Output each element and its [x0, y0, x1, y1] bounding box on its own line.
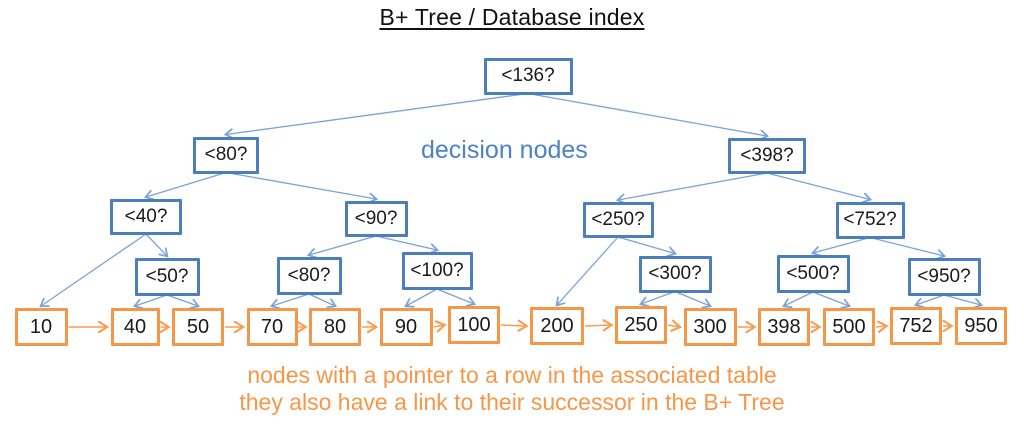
- tree-edge: [225, 171, 379, 204]
- leaf-node-752: 752: [890, 307, 942, 345]
- leaf-node-90: 90: [379, 308, 433, 346]
- decision-node-752: <752?: [835, 201, 905, 239]
- tree-edge: [436, 288, 477, 307]
- decision-node-398: <398?: [728, 138, 806, 174]
- tree-edge: [943, 294, 984, 309]
- tree-edge: [869, 236, 947, 260]
- leaf-chain-arrow: [667, 319, 683, 332]
- leaf-node-70: 70: [246, 308, 298, 346]
- tree-edge: [269, 293, 310, 310]
- leaf-node-80: 80: [309, 308, 361, 346]
- decision-node-950: <950?: [907, 258, 981, 296]
- tree-edge: [781, 291, 814, 309]
- leaf-node-398: 398: [758, 308, 810, 346]
- leaf-chain-arrow: [584, 319, 614, 332]
- tree-edge: [812, 291, 852, 309]
- leaf-node-250: 250: [615, 306, 667, 344]
- tree-edge: [39, 233, 147, 308]
- leaf-node-10: 10: [14, 308, 68, 346]
- leaf-node-100: 100: [448, 306, 500, 344]
- leaf-caption-line2: they also have a link to their successor…: [239, 389, 785, 415]
- tree-edge: [308, 293, 338, 309]
- tree-edge: [617, 236, 678, 257]
- tree-edge: [166, 294, 201, 309]
- decision-node-90: <90?: [344, 201, 408, 237]
- tree-edge: [132, 294, 168, 309]
- tree-edge: [404, 288, 438, 308]
- tree-edge: [527, 92, 770, 141]
- tree-edge: [375, 235, 440, 254]
- decision-node-100: <100?: [401, 252, 473, 290]
- leaf-node-40: 40: [110, 308, 160, 346]
- leaf-caption-line1: nodes with a pointer to a row in the ass…: [247, 362, 777, 388]
- leaf-node-200: 200: [530, 307, 584, 345]
- decision-node-136: <136?: [483, 57, 573, 95]
- decision-node-300: <300?: [638, 255, 712, 293]
- leaf-node-300: 300: [683, 308, 737, 346]
- decision-node-500: <500?: [776, 255, 850, 293]
- decision-node-80: <80?: [276, 257, 342, 295]
- tree-edge: [223, 92, 529, 139]
- tree-edge: [145, 233, 169, 258]
- tree-edge: [913, 294, 945, 308]
- tree-edge: [766, 172, 873, 204]
- tree-edge: [674, 290, 713, 309]
- decision-node-40: <40?: [110, 199, 182, 235]
- leaf-chain-arrow: [433, 320, 447, 333]
- tree-edge: [555, 236, 619, 307]
- tree-edge: [615, 172, 768, 205]
- tree-edge: [306, 235, 377, 259]
- tree-edge: [143, 171, 227, 201]
- leaf-chain-arrow: [500, 319, 529, 332]
- decision-node-250: <250?: [582, 202, 654, 238]
- tree-edge: [638, 290, 676, 307]
- decision-nodes-annotation: decision nodes: [421, 136, 588, 164]
- tree-edge: [810, 236, 871, 257]
- leaf-node-950: 950: [955, 307, 1007, 345]
- decision-node-80: <80?: [193, 136, 259, 174]
- page-title: B+ Tree / Database index: [379, 4, 645, 30]
- decision-node-50: <50?: [134, 258, 200, 296]
- leaf-chain-arrow: [875, 320, 889, 333]
- leaf-node-500: 500: [823, 308, 875, 346]
- leaf-node-50: 50: [172, 308, 224, 346]
